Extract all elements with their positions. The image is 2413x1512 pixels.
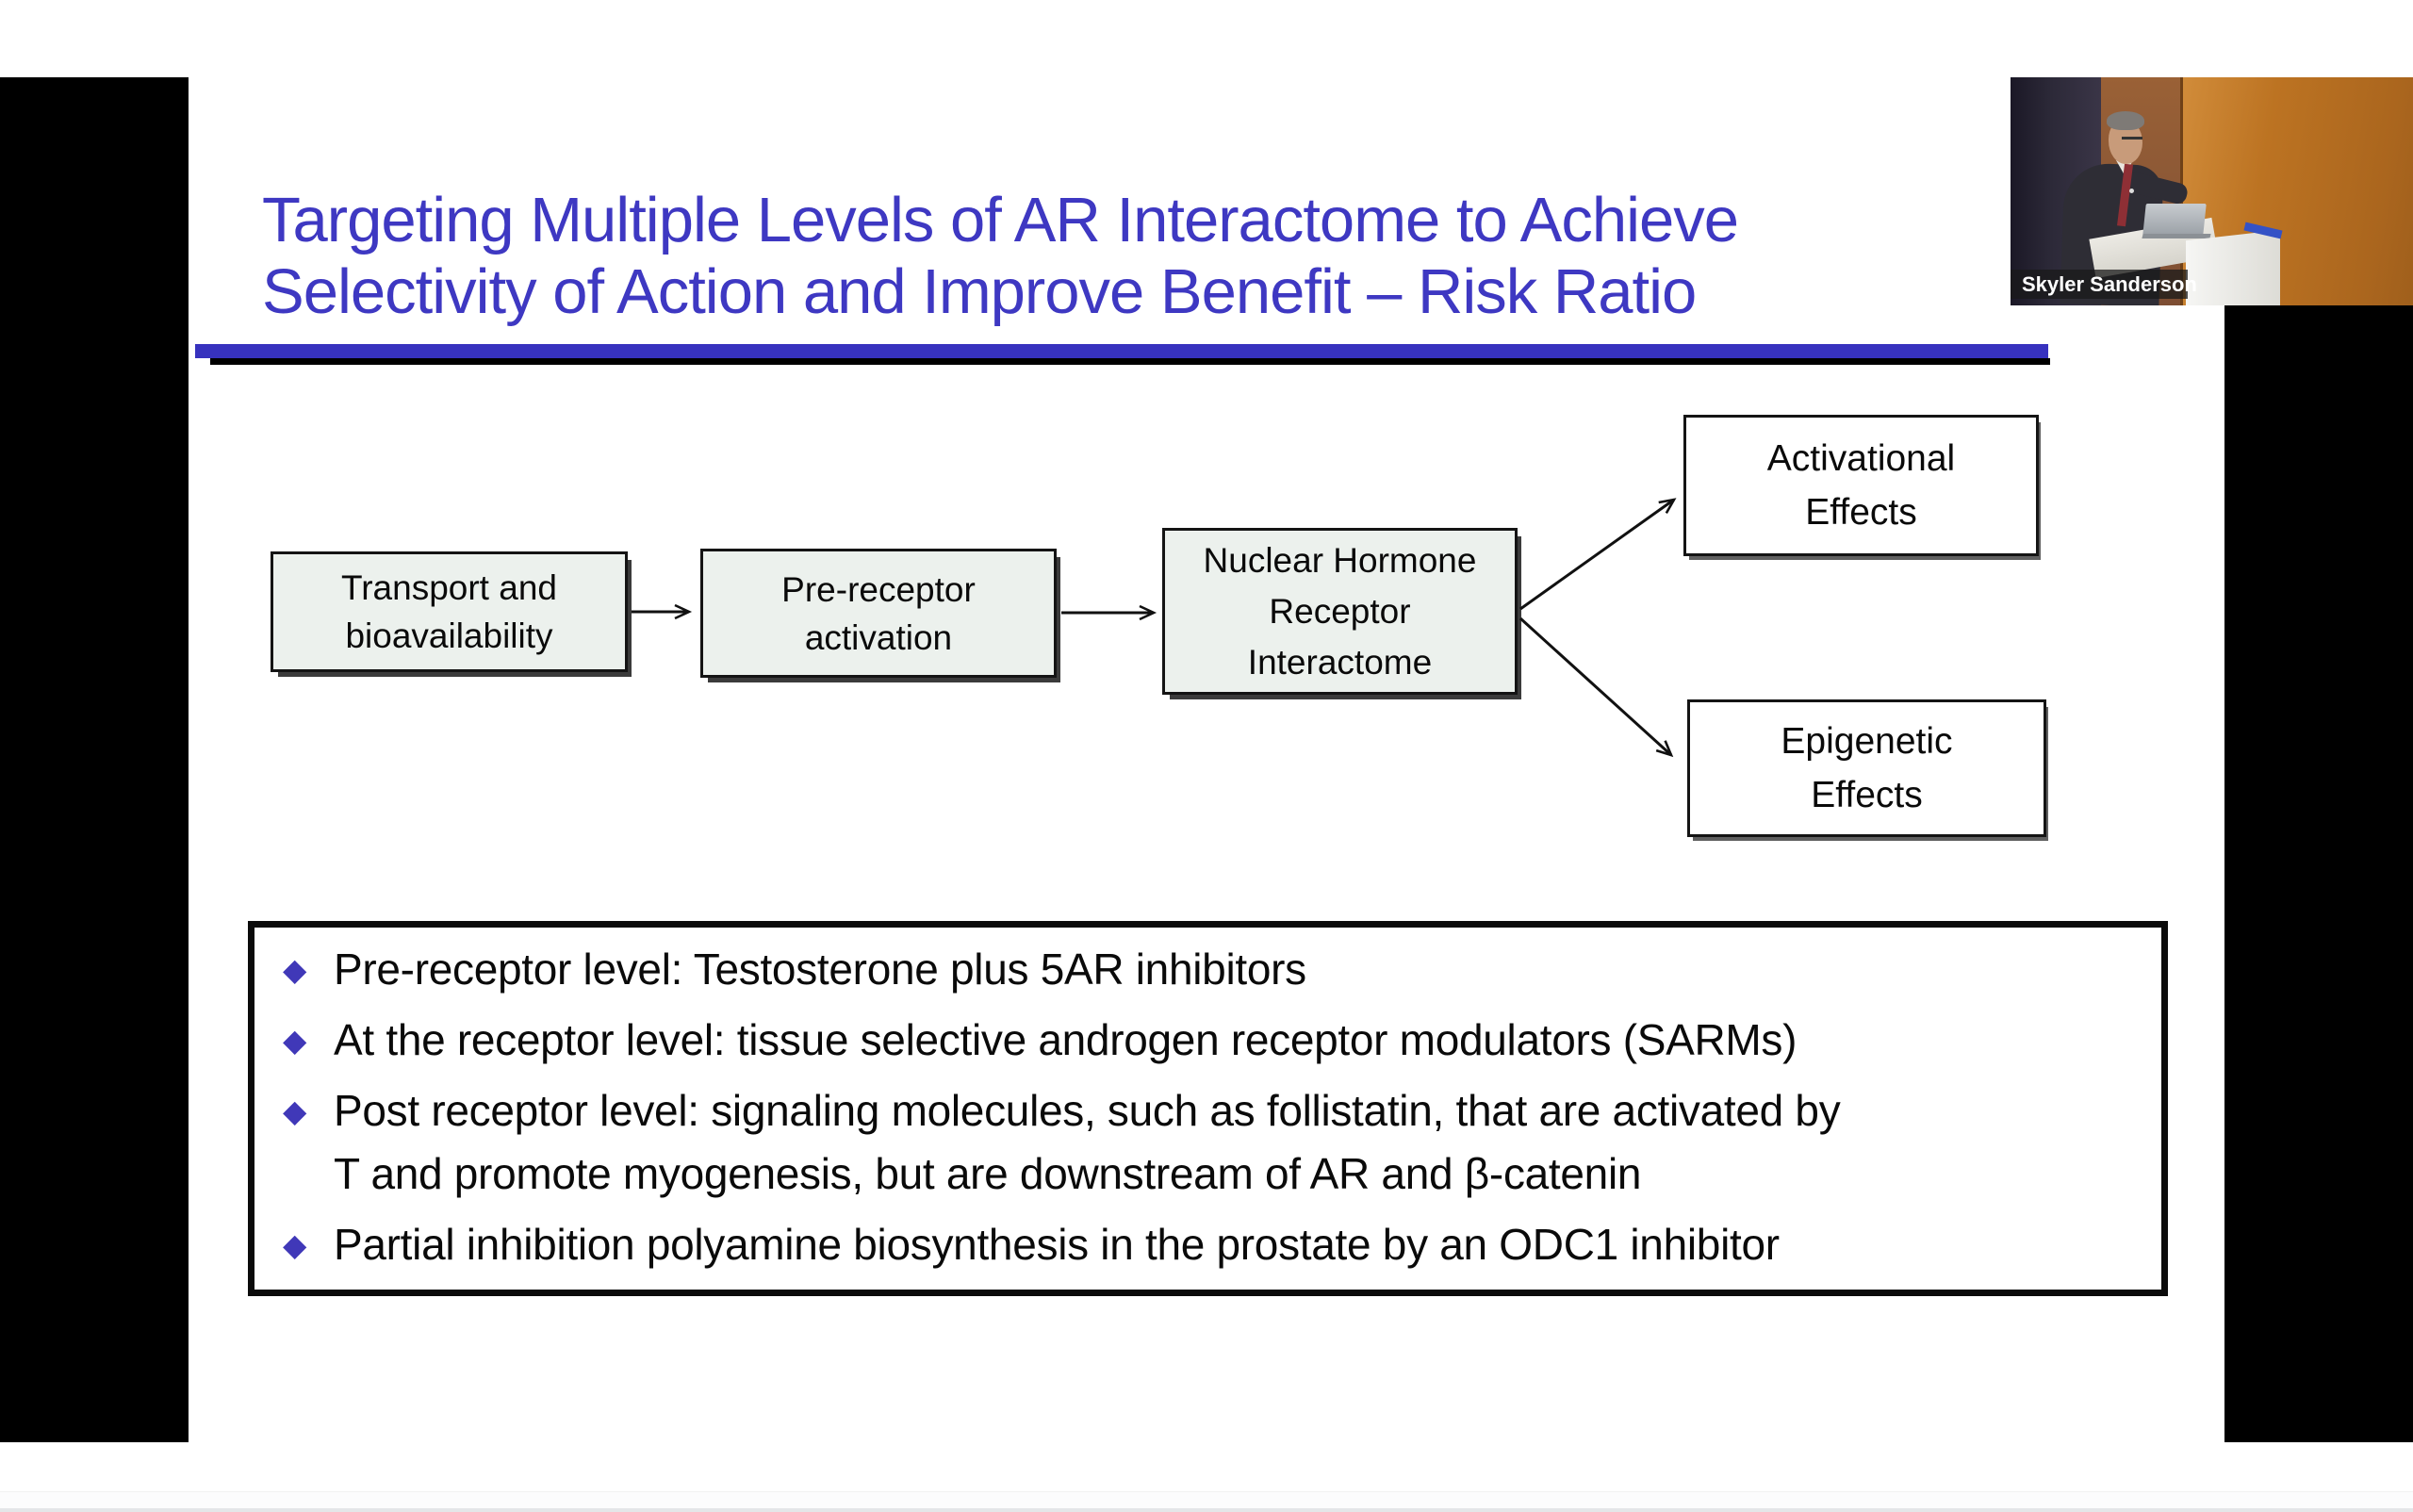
bullet-text: Post receptor level: signaling molecules… <box>334 1086 1841 1198</box>
list-item: ◆ At the receptor level: tissue selectiv… <box>270 1009 2139 1072</box>
diamond-bullet-icon: ◆ <box>283 1093 307 1128</box>
flow-box-nuclear-hormone-receptor-interactome: Nuclear Hormone Receptor Interactome <box>1162 528 1518 695</box>
presenter-hair <box>2107 111 2144 130</box>
bullet-text: At the receptor level: tissue selective … <box>334 1015 1797 1064</box>
player-progress-strip[interactable] <box>0 1491 2413 1512</box>
presenter-video-thumbnail[interactable]: Skyler Sanderson <box>2011 77 2413 305</box>
title-underline-shadow <box>210 358 2050 365</box>
flow-box-transport-bioavailability: Transport and bioavailability <box>271 551 628 672</box>
laptop <box>2142 204 2207 236</box>
presenter-name-label: Skyler Sanderson <box>2011 270 2197 299</box>
list-item: ◆ Post receptor level: signaling molecul… <box>270 1079 2139 1206</box>
laptop-base <box>2142 234 2211 238</box>
arrow-nhr-to-epigenetic <box>1518 616 1674 758</box>
progress-track[interactable] <box>0 1508 2413 1512</box>
list-item: ◆ Pre-receptor level: Testosterone plus … <box>270 938 2139 1001</box>
arrow-nhr-to-activational <box>1519 498 1677 611</box>
presenter-glasses <box>2122 137 2142 140</box>
bullet-text: Partial inhibition polyamine biosynthesi… <box>334 1220 1780 1269</box>
diamond-bullet-icon: ◆ <box>283 1227 307 1262</box>
title-underline-rule <box>195 344 2048 358</box>
key-points-box: ◆ Pre-receptor level: Testosterone plus … <box>248 921 2168 1296</box>
diamond-bullet-icon: ◆ <box>283 1023 307 1058</box>
flow-box-epigenetic-effects: Epigenetic Effects <box>1687 699 2046 837</box>
podium <box>2186 230 2280 305</box>
bullet-text: Pre-receptor level: Testosterone plus 5A… <box>334 945 1306 994</box>
letterbox-left-bar <box>0 77 189 1442</box>
slide-title: Targeting Multiple Levels of AR Interact… <box>262 185 1739 327</box>
diamond-bullet-icon: ◆ <box>283 952 307 987</box>
flow-box-pre-receptor-activation: Pre-receptor activation <box>700 549 1057 678</box>
flow-box-activational-effects: Activational Effects <box>1683 415 2039 556</box>
list-item: ◆ Partial inhibition polyamine biosynthe… <box>270 1213 2139 1276</box>
lapel-mic <box>2129 189 2134 193</box>
